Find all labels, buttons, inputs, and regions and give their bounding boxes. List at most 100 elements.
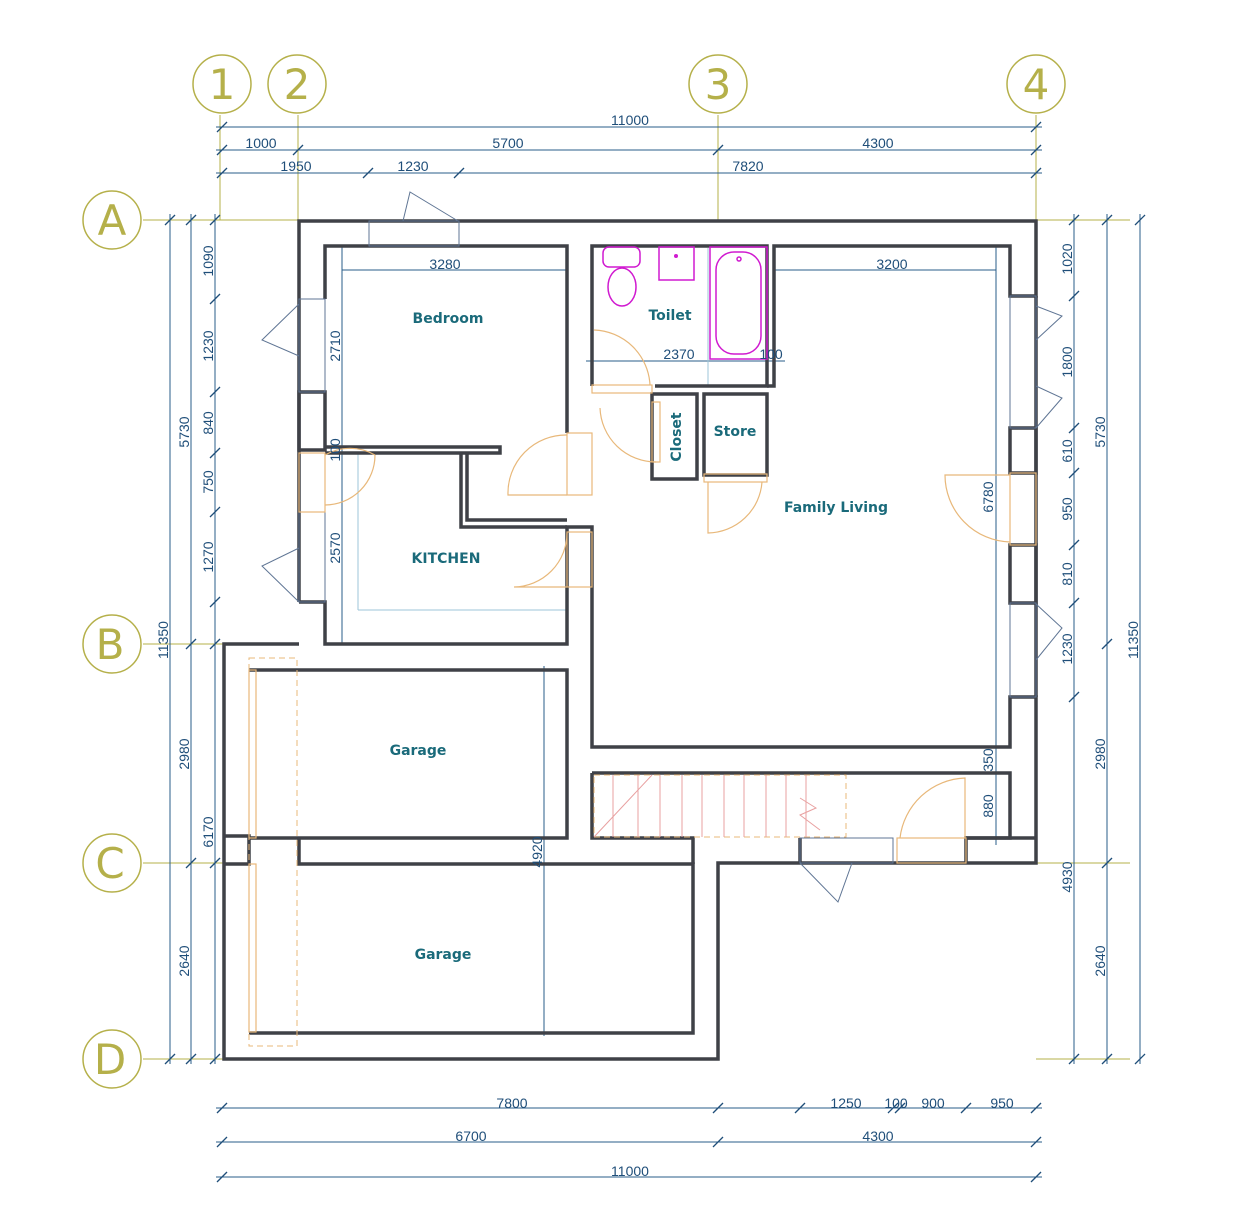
dimension-tick — [209, 506, 221, 518]
dim-label: 2980 — [176, 738, 192, 769]
staircase[interactable] — [593, 774, 847, 838]
dim-label: 350 — [980, 748, 996, 772]
dim-label: 900 — [921, 1095, 945, 1111]
grid-lines — [143, 115, 1130, 1060]
dim-label: 1250 — [830, 1095, 861, 1111]
dim-label: 100 — [327, 438, 343, 462]
dimension-tick — [1134, 1053, 1146, 1065]
grid-label: 4 — [1023, 60, 1050, 109]
dimension-tick — [1030, 167, 1042, 179]
dim-label: 2640 — [1092, 945, 1108, 976]
room-label-store: Store — [714, 424, 757, 440]
room-label-toilet: Toilet — [648, 308, 691, 324]
grid-label: 1 — [209, 60, 236, 109]
dim-label: 6170 — [200, 816, 216, 847]
dimension-labels: 11000 1000 5700 4300 1950 1230 7820 7800… — [155, 112, 1141, 1179]
dimension-tick — [362, 167, 374, 179]
dim-label: 4300 — [862, 135, 893, 151]
dimension-tick — [216, 167, 228, 179]
room-label-garage-lower: Garage — [415, 947, 472, 963]
grid-bubble-4: 4 — [1006, 54, 1066, 114]
grid-label: 3 — [705, 60, 732, 109]
dim-label: 100 — [759, 346, 783, 362]
dimension-tick — [1030, 1171, 1042, 1183]
grid-label: D — [94, 1035, 126, 1084]
dimension-tick — [1030, 1102, 1042, 1114]
dim-label: 1950 — [280, 158, 311, 174]
dim-label: 2710 — [327, 330, 343, 361]
dimension-tick — [960, 1102, 972, 1114]
grid-bubble-C: C — [82, 833, 142, 893]
dimension-tick — [1030, 1136, 1042, 1148]
dim-label: 5700 — [492, 135, 523, 151]
dimension-tick — [1101, 214, 1113, 226]
dim-label: 810 — [1059, 562, 1075, 586]
dim-label: 880 — [980, 794, 996, 818]
dim-label: 2640 — [176, 945, 192, 976]
dim-label: 1230 — [397, 158, 428, 174]
dim-label: 2370 — [663, 346, 694, 362]
dimension-tick — [712, 1136, 724, 1148]
dimension-tick — [1134, 214, 1146, 226]
dim-label: 1270 — [200, 541, 216, 572]
doors — [248, 329, 1037, 1047]
grid-bubble-D: D — [82, 1029, 142, 1089]
dimension-tick — [209, 214, 221, 226]
dim-label: 1020 — [1059, 243, 1075, 274]
dimension-tick — [209, 447, 221, 459]
dim-label: 2980 — [1092, 738, 1108, 769]
dimension-tick — [794, 1102, 806, 1114]
dimension-tick — [712, 1102, 724, 1114]
dim-label: 11000 — [611, 112, 649, 128]
dim-label: 3200 — [876, 256, 907, 272]
dim-label: 1090 — [200, 245, 216, 276]
dim-label: 1000 — [245, 135, 276, 151]
sink-icon — [658, 246, 695, 281]
dim-label: 840 — [200, 411, 216, 435]
dim-label: 100 — [884, 1095, 908, 1111]
grid-label: C — [95, 839, 124, 888]
dim-label: 7800 — [496, 1095, 527, 1111]
dimension-tick — [894, 1102, 906, 1114]
dimension-tick — [292, 144, 304, 156]
dimension-tick — [209, 857, 221, 869]
dimension-tick — [164, 1053, 176, 1065]
room-label-bedroom: Bedroom — [413, 311, 484, 327]
dimension-tick — [185, 638, 197, 650]
dim-label: 4920 — [529, 836, 545, 867]
dimension-tick — [1068, 422, 1080, 434]
dimension-tick — [209, 386, 221, 398]
dimension-tick — [185, 857, 197, 869]
dim-label: 11350 — [1125, 621, 1141, 659]
dimension-tick — [1068, 290, 1080, 302]
grid-bubble-2: 2 — [267, 54, 327, 114]
walls — [222, 219, 1038, 1061]
dim-label: 750 — [200, 470, 216, 494]
dim-label: 3280 — [429, 256, 460, 272]
dim-label: 11350 — [155, 621, 171, 659]
dimension-tick — [1101, 1053, 1113, 1065]
dimension-tick — [216, 121, 228, 133]
dim-label: 1800 — [1059, 346, 1075, 377]
bathroom-fixtures — [602, 246, 768, 360]
dimension-tick — [1101, 638, 1113, 650]
dim-label: 11000 — [611, 1163, 649, 1179]
dimension-tick — [185, 214, 197, 226]
dimension-tick — [1030, 144, 1042, 156]
dimension-tick — [1068, 467, 1080, 479]
dim-label: 2570 — [327, 532, 343, 563]
dimension-tick — [216, 1171, 228, 1183]
dimension-tick — [185, 1053, 197, 1065]
grid-bubble-3: 3 — [688, 54, 748, 114]
dimension-tick — [1068, 691, 1080, 703]
dimension-tick — [1068, 214, 1080, 226]
dim-label: 1230 — [200, 330, 216, 361]
grid-label: 2 — [284, 60, 311, 109]
dimension-tick — [209, 293, 221, 305]
dim-label: 5730 — [176, 416, 192, 447]
dim-label: 5730 — [1092, 416, 1108, 447]
toilet-icon — [602, 246, 641, 307]
windows — [261, 191, 1063, 903]
dimension-tick — [1068, 539, 1080, 551]
